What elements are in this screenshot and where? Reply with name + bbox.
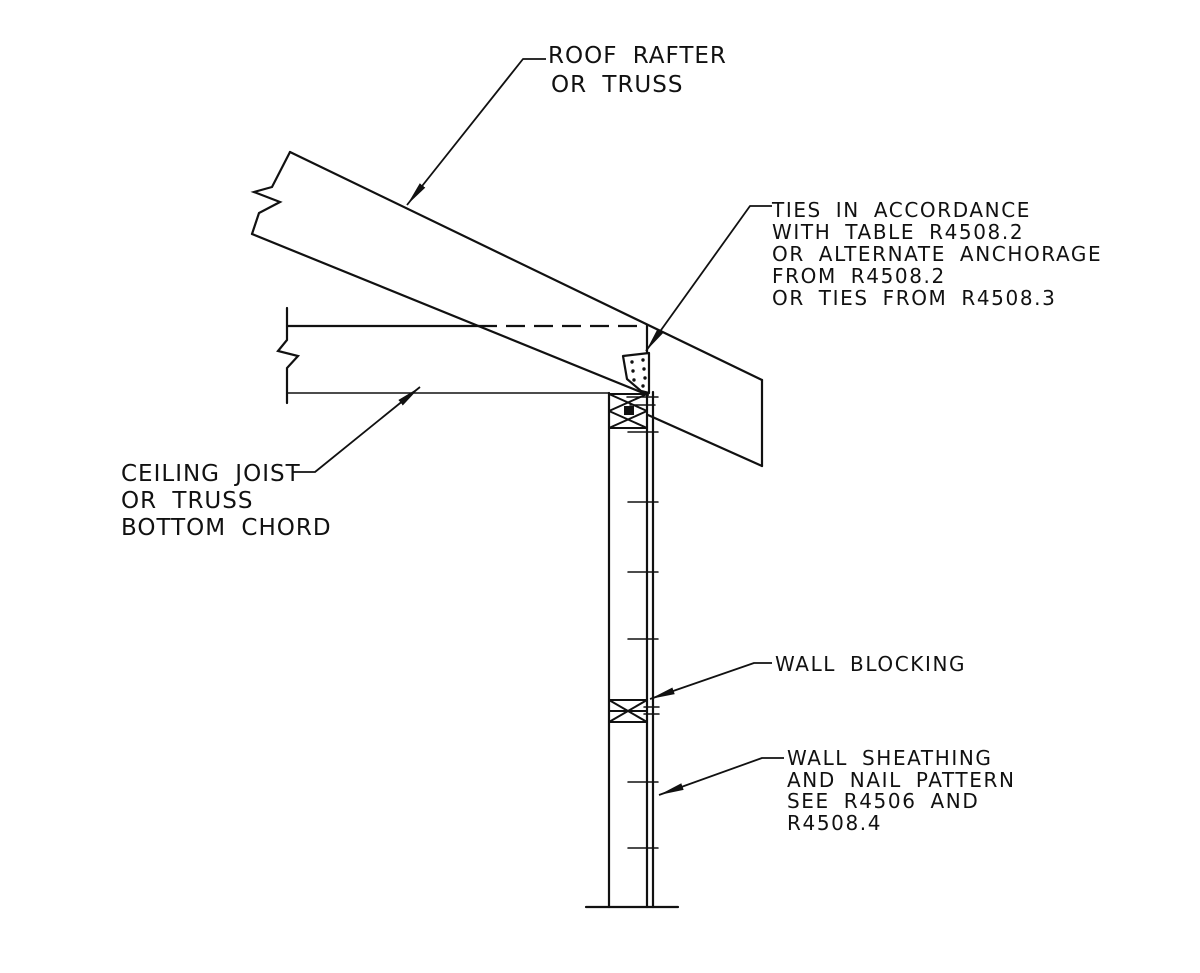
ceiling-joist-label-line: CEILING JOIST bbox=[121, 461, 301, 487]
tie-plate-nail-holes bbox=[630, 358, 647, 388]
ties-label-line: OR ALTERNATE ANCHORAGE bbox=[772, 242, 1102, 266]
wall-sheathing-label-line: WALL SHEATHING bbox=[787, 746, 993, 770]
roof-rafter-outline bbox=[250, 150, 764, 468]
ties-leader-arrow bbox=[645, 205, 772, 352]
wall-outline bbox=[584, 323, 680, 909]
wall-sheathing-label-line: AND NAIL PATTERN bbox=[787, 768, 1016, 792]
rafter-top-edge bbox=[288, 150, 764, 382]
roof-rafter-leader-arrow bbox=[406, 58, 546, 206]
ties-label-line: TIES IN ACCORDANCE bbox=[771, 198, 1031, 222]
wall-blocking-label: WALL BLOCKING bbox=[775, 652, 966, 676]
ceiling-joist-label-line: BOTTOM CHORD bbox=[121, 515, 332, 541]
wall-sheathing-leader-arrow bbox=[658, 757, 784, 796]
ties-label-line: FROM R4508.2 bbox=[772, 264, 946, 288]
roof-rafter-label: ROOF RAFTER OR TRUSS bbox=[548, 43, 727, 98]
rafter-bottom-edge bbox=[250, 232, 650, 397]
top-wall-blocking-symbol bbox=[608, 393, 648, 429]
joist-break-symbol bbox=[276, 306, 301, 405]
tie-plate bbox=[621, 351, 651, 395]
wall-sheathing-label-line: SEE R4506 AND bbox=[787, 789, 979, 813]
blocking-center-block bbox=[624, 406, 634, 415]
wall-blocking-label-line: WALL BLOCKING bbox=[775, 652, 966, 676]
roof-rafter-label-line: ROOF RAFTER bbox=[548, 43, 727, 69]
rafter-tail-bottom-edge bbox=[646, 413, 764, 468]
ceiling-joist-label: CEILING JOIST OR TRUSS BOTTOM CHORD bbox=[121, 461, 332, 541]
wall-blocking-leader-arrow bbox=[649, 662, 772, 700]
ceiling-joist-leader-arrow bbox=[293, 386, 421, 473]
tie-plate-outline bbox=[621, 351, 651, 395]
roof-rafter-label-line: OR TRUSS bbox=[551, 72, 683, 98]
wall-sheathing-label-line: R4508.4 bbox=[787, 811, 882, 835]
ceiling-joist-label-line: OR TRUSS bbox=[121, 488, 253, 514]
wall-sheathing-label: WALL SHEATHING AND NAIL PATTERN SEE R450… bbox=[787, 746, 1016, 835]
ties-label-line: WITH TABLE R4508.2 bbox=[772, 220, 1024, 244]
sheathing-nail-ticks bbox=[626, 396, 660, 849]
ties-label: TIES IN ACCORDANCE WITH TABLE R4508.2 OR… bbox=[771, 198, 1102, 310]
rafter-break-symbol bbox=[250, 150, 292, 236]
lower-wall-blocking-symbol bbox=[608, 699, 648, 723]
ties-label-line: OR TIES FROM R4508.3 bbox=[772, 286, 1056, 310]
ceiling-joist-outline bbox=[276, 306, 647, 405]
